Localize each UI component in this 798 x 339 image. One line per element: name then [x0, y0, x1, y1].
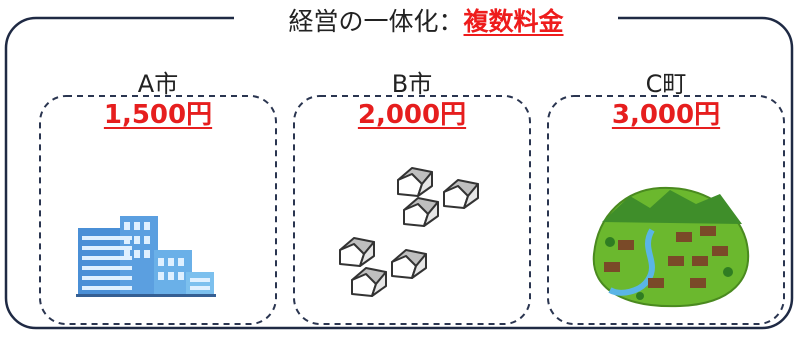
municipality-b-fee: 2,000円 [357, 100, 467, 130]
municipality-c-name: C町 [645, 70, 687, 98]
municipality-c-fee: 3,000円 [611, 100, 721, 130]
municipality-a-fee: 1,500円 [103, 100, 213, 130]
city-buildings-icon [76, 216, 216, 297]
municipality-a-name: A市 [137, 70, 179, 98]
panel-b-frame [293, 95, 531, 325]
page-title: 経営の一体化：複数料金 [234, 0, 618, 50]
municipality-b-name: B市 [391, 70, 433, 98]
title-highlight: 複数料金 [463, 7, 564, 36]
title-prefix: 経営の一体化： [288, 7, 464, 36]
panel-c-frame [547, 95, 785, 325]
panel-a-frame [39, 95, 277, 325]
scattered-houses-icon [339, 167, 479, 297]
rural-village-icon [592, 186, 750, 308]
